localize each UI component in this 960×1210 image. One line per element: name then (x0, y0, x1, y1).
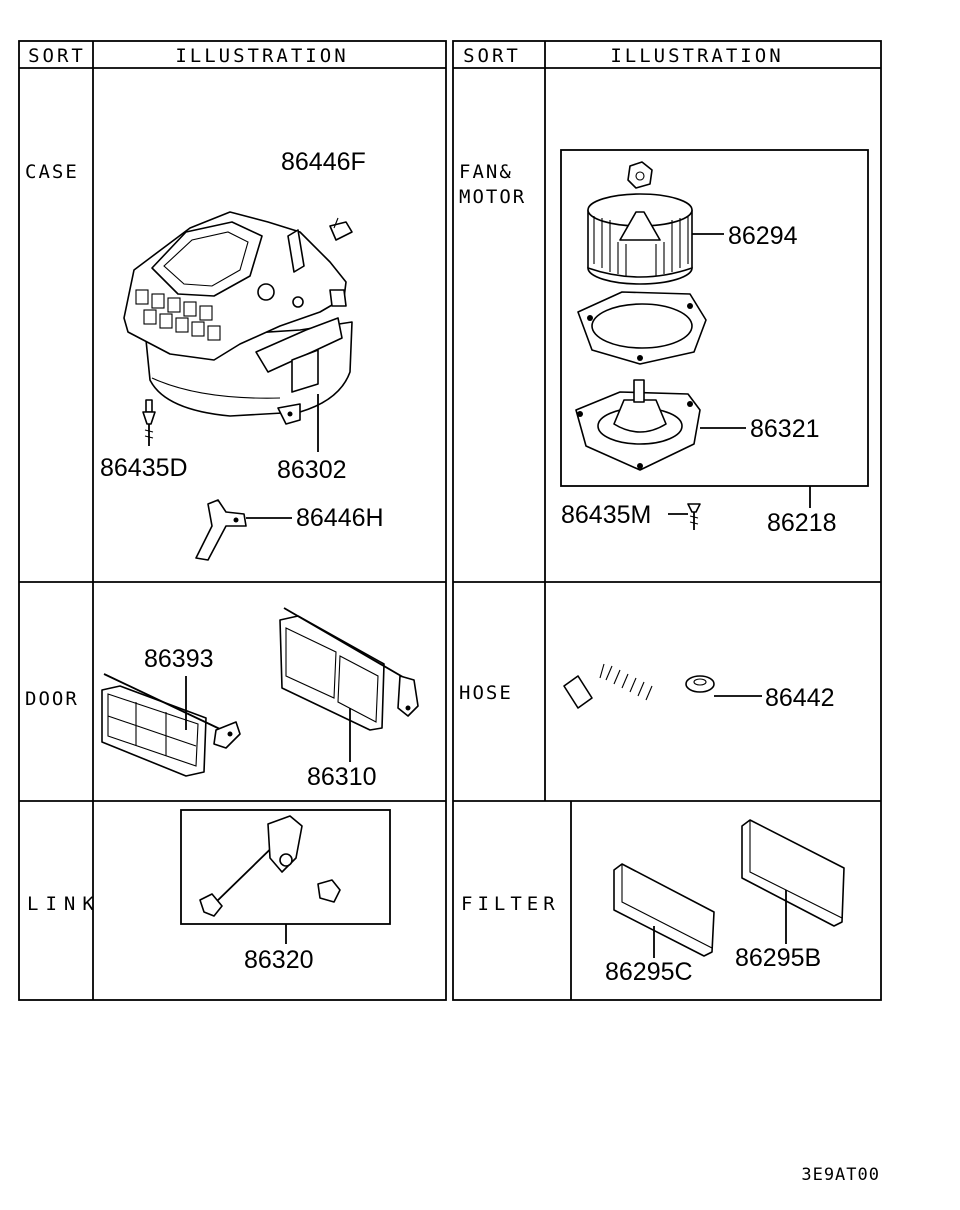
part-86302: 86302 (277, 456, 347, 484)
figure-code: 3E9AT00 (801, 1165, 880, 1185)
part-86446H: 86446H (296, 504, 384, 532)
left-sort-header: SORT (28, 45, 86, 67)
left-table-grid (18, 40, 447, 1001)
right-illustration-header: ILLUSTRATION (610, 45, 783, 67)
fan-motor-illustration (560, 149, 869, 530)
right-sort-header: SORT (463, 45, 521, 67)
link-illustration (180, 809, 391, 944)
part-86294: 86294 (728, 222, 798, 250)
sort-link: LINK (27, 893, 101, 915)
door-illustration (101, 607, 419, 777)
part-86320: 86320 (244, 946, 314, 974)
part-86442: 86442 (765, 684, 835, 712)
left-illustration-header: ILLUSTRATION (175, 45, 348, 67)
part-86435D: 86435D (100, 454, 188, 482)
part-86295B: 86295B (735, 944, 821, 972)
part-86446F: 86446F (281, 148, 366, 176)
filter-illustration (613, 819, 845, 958)
sort-filter: FILTER (461, 893, 560, 915)
part-86393: 86393 (144, 645, 214, 673)
right-table-grid (452, 40, 882, 1001)
part-86435M: 86435M (561, 501, 651, 529)
fan-blades (593, 216, 689, 276)
hose-illustration (563, 663, 762, 716)
part-86218: 86218 (767, 509, 837, 537)
blower-case-illustration (123, 211, 353, 561)
sort-fan-motor-line1: FAN& (459, 161, 513, 183)
sort-hose: HOSE (459, 682, 513, 704)
sort-case: CASE (25, 161, 79, 183)
sort-door: DOOR (25, 688, 79, 710)
part-86310: 86310 (307, 763, 377, 791)
part-86295C: 86295C (605, 958, 693, 986)
sort-fan-motor-line2: MOTOR (459, 186, 526, 208)
part-86321: 86321 (750, 415, 820, 443)
